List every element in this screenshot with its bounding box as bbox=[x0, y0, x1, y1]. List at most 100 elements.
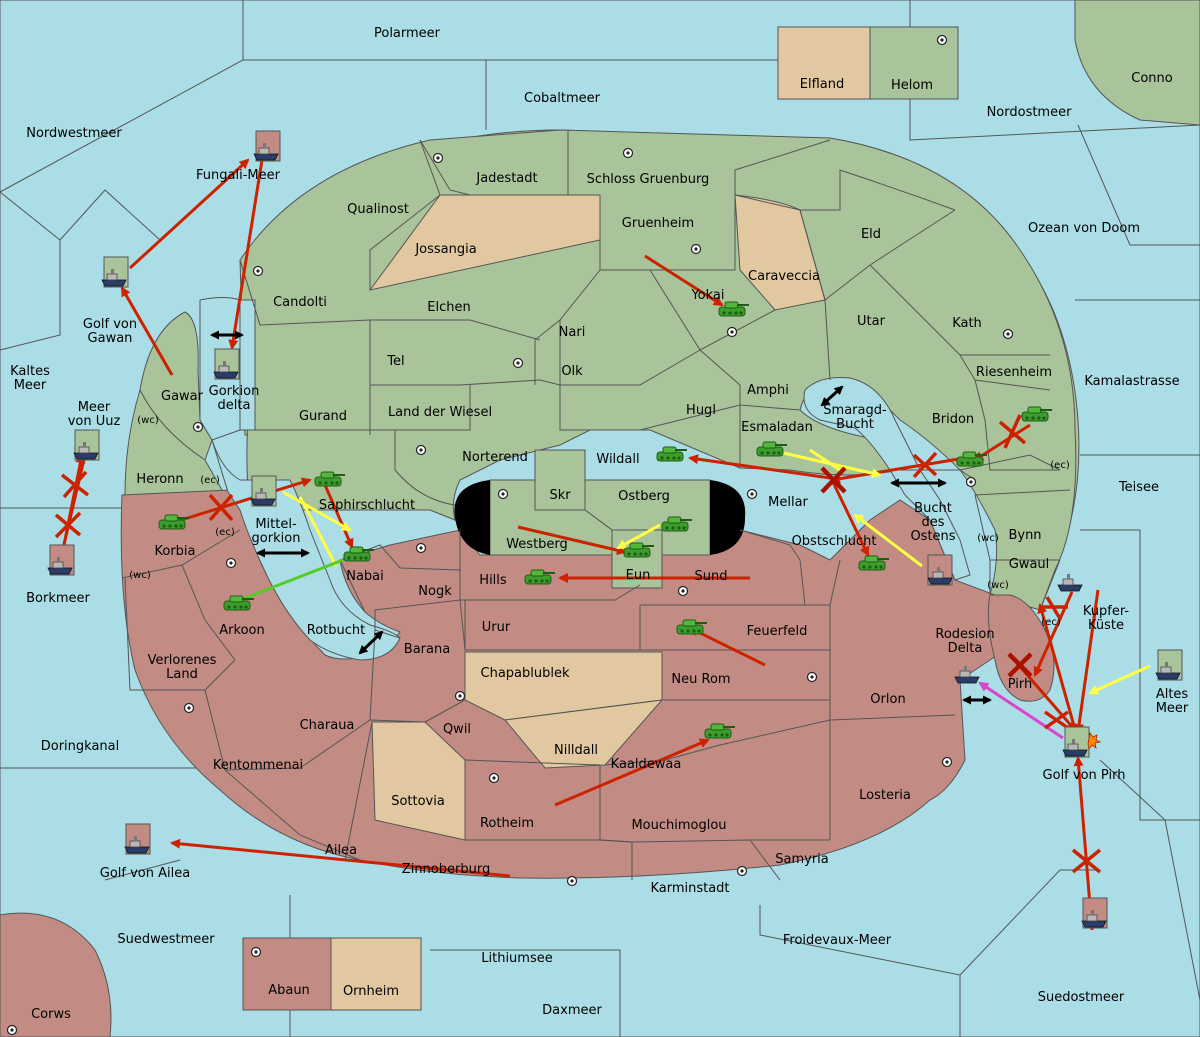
label-cobaltmeer: Cobaltmeer bbox=[524, 91, 601, 106]
label-jadestadt: Jadestadt bbox=[475, 171, 537, 186]
label-borkmeer: Borkmeer bbox=[26, 591, 90, 606]
label-mellar: Mellar bbox=[768, 495, 808, 510]
label-golf-von-pirh: Golf von Pirh bbox=[1043, 768, 1126, 783]
label-elfland: Elfland bbox=[800, 77, 844, 92]
region-labels: Polarmeer Cobaltmeer Nordwestmeer Nordos… bbox=[10, 26, 1189, 1022]
label-bridon: Bridon bbox=[932, 412, 974, 427]
label-line: von Uuz bbox=[68, 414, 121, 429]
label-nabai: Nabai bbox=[346, 569, 384, 584]
label-feuerfeld: Feuerfeld bbox=[747, 624, 808, 639]
label-line: gorkion bbox=[252, 531, 301, 546]
label-golf-von-ailea: Golf von Ailea bbox=[100, 866, 190, 881]
label-line: Golf von bbox=[83, 317, 137, 332]
label-samyria: Samyria bbox=[775, 852, 829, 867]
region-ornheim[interactable] bbox=[330, 937, 422, 1011]
label-line: Gawan bbox=[88, 331, 133, 346]
label-doringkanal: Doringkanal bbox=[41, 739, 120, 754]
label-qualinost: Qualinost bbox=[347, 202, 409, 217]
label-korbia: Korbia bbox=[154, 544, 195, 559]
label-esmaladan: Esmaladan bbox=[741, 420, 813, 435]
label-abaun: Abaun bbox=[268, 983, 310, 998]
label-suedwestmeer: Suedwestmeer bbox=[117, 932, 215, 947]
label-line: Bucht bbox=[836, 417, 874, 432]
label-ornheim: Ornheim bbox=[343, 984, 399, 999]
label-line: Verlorenes bbox=[148, 653, 217, 668]
label-froidevaux-meer: Froidevaux-Meer bbox=[783, 933, 892, 948]
label-line: Meer bbox=[14, 378, 47, 393]
label-elchen: Elchen bbox=[427, 300, 470, 315]
label-zinnoberburg: Zinnoberburg bbox=[402, 862, 490, 877]
label-candolti: Candolti bbox=[273, 295, 327, 310]
label-bynn: Bynn bbox=[1008, 528, 1041, 543]
label-caraveccia: Caraveccia bbox=[748, 269, 820, 284]
region-conno[interactable] bbox=[1074, 0, 1200, 126]
label-kath: Kath bbox=[952, 316, 982, 331]
label-obstschlucht: Obstschlucht bbox=[792, 534, 877, 549]
failed-markers bbox=[54, 414, 1102, 874]
label-wildall: Wildall bbox=[596, 452, 639, 467]
label-pirh: Pirh bbox=[1008, 677, 1033, 692]
label-jossangia: Jossangia bbox=[414, 242, 476, 257]
label-nordostmeer: Nordostmeer bbox=[987, 105, 1073, 120]
label-arkoon: Arkoon bbox=[219, 623, 264, 638]
center-right-cap bbox=[710, 480, 746, 555]
label-barana: Barana bbox=[404, 642, 450, 657]
label-heronn: Heronn bbox=[136, 472, 183, 487]
label-gawar: Gawar bbox=[161, 389, 204, 404]
coast-bynn-wc: (wc) bbox=[977, 533, 999, 544]
fleet-fungali-meer bbox=[253, 130, 281, 162]
label-schloss-gruenburg: Schloss Gruenburg bbox=[587, 172, 710, 187]
region-caraveccia[interactable] bbox=[734, 194, 826, 311]
label-line: Küste bbox=[1088, 618, 1124, 633]
label-suedostmeer: Suedostmeer bbox=[1038, 990, 1125, 1005]
label-line: Mittel- bbox=[255, 517, 297, 532]
label-kentommenai: Kentommenai bbox=[213, 758, 303, 773]
region-elfland[interactable] bbox=[777, 26, 871, 100]
label-ozean-von-doom: Ozean von Doom bbox=[1028, 221, 1140, 236]
label-gurand: Gurand bbox=[299, 409, 347, 424]
label-line: Altes bbox=[1156, 687, 1189, 702]
coast-gawar-wc: (wc) bbox=[137, 415, 159, 426]
label-charaua: Charaua bbox=[300, 718, 355, 733]
region-westberg[interactable] bbox=[489, 479, 613, 556]
label-eun: Eun bbox=[626, 568, 651, 583]
label-land-der-wiesel: Land der Wiesel bbox=[388, 405, 492, 420]
label-karminstadt: Karminstadt bbox=[650, 881, 729, 896]
region-corws[interactable] bbox=[0, 912, 112, 1037]
fleet-borkmeer bbox=[47, 544, 75, 576]
dislodged-markers bbox=[820, 466, 1033, 678]
coast-gwaul-wc: (wc) bbox=[987, 580, 1009, 591]
label-helom: Helom bbox=[891, 78, 933, 93]
label-tel: Tel bbox=[386, 354, 404, 369]
label-line: Kaltes bbox=[10, 364, 50, 379]
label-nogk: Nogk bbox=[418, 584, 452, 599]
coast-korbia-ec: (ec) bbox=[215, 527, 235, 538]
label-amphi: Amphi bbox=[747, 383, 789, 398]
label-qwil: Qwil bbox=[443, 722, 471, 737]
fleet-golf-von-pirh bbox=[1062, 726, 1102, 758]
orders bbox=[58, 158, 1151, 931]
label-nordwestmeer: Nordwestmeer bbox=[26, 126, 122, 141]
label-riesenheim: Riesenheim bbox=[976, 365, 1052, 380]
fleet-altes-meer bbox=[1155, 649, 1183, 681]
center-left-cap bbox=[454, 480, 490, 555]
coast-bridon-ec: (ec) bbox=[1050, 460, 1070, 471]
label-yokai: Yokai bbox=[690, 288, 724, 303]
label-kamalastrasse: Kamalastrasse bbox=[1084, 374, 1179, 389]
region-abaun[interactable] bbox=[242, 937, 332, 1011]
label-line: Ostens bbox=[910, 529, 955, 544]
label-line: Meer bbox=[1156, 701, 1189, 716]
supply-centers bbox=[6, 34, 1014, 1036]
label-rotheim: Rotheim bbox=[480, 816, 534, 831]
label-line: Gorkion bbox=[209, 384, 260, 399]
label-hugl: Hugl bbox=[686, 403, 716, 418]
label-westberg: Westberg bbox=[506, 537, 568, 552]
label-line: delta bbox=[218, 398, 251, 413]
label-skr: Skr bbox=[549, 488, 571, 503]
